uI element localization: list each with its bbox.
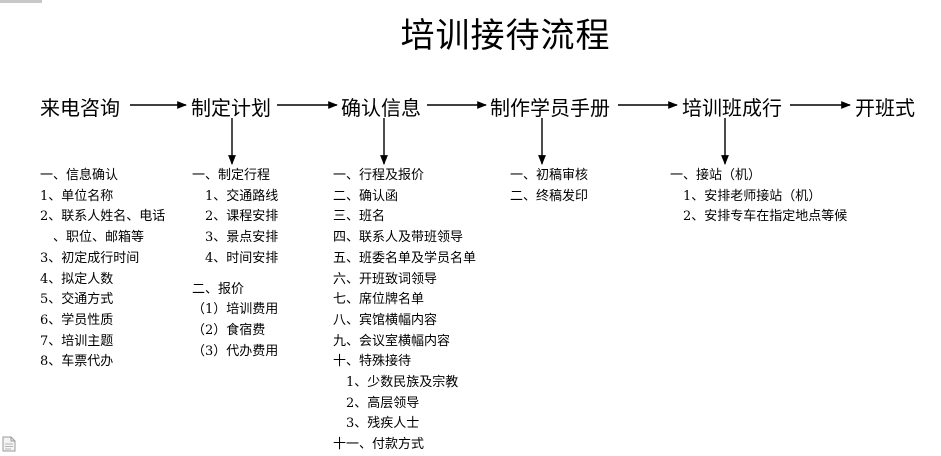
stage-inquiry: 来电咨询 [40, 96, 120, 120]
list-spacer [192, 270, 278, 280]
list-item: 1、安排老师接站（机） [670, 188, 822, 204]
list-item: 三、班名 [333, 209, 386, 225]
list-item: 3、初定成行时间 [40, 250, 140, 266]
list-item: 五、班委名单及学员名单 [333, 250, 477, 266]
list-item: 一、初稿审核 [510, 168, 589, 183]
list-item: 1、交通路线 [192, 188, 279, 204]
stage-opening: 开班式 [855, 96, 915, 120]
list-item: 4、拟定人数 [40, 271, 114, 287]
page-title: 培训接待流程 [400, 16, 611, 56]
list-item: 二、报价 [192, 281, 245, 297]
list-item: 1、单位名称 [40, 188, 114, 204]
list-item: 二、确认函 [333, 188, 399, 204]
list-item: 7、培训主题 [40, 333, 114, 349]
list-confirm: 一、行程及报价 二、确认函 三、班名 四、联系人及带班领导 五、班委名单及学员名… [333, 166, 476, 456]
stage-handbook: 制作学员手册 [490, 96, 610, 120]
list-item: 4、时间安排 [192, 250, 279, 266]
list-item: （3）代办费用 [192, 343, 279, 359]
stage-planning: 制定计划 [191, 96, 271, 120]
list-item: 3、残疾人士 [333, 416, 420, 432]
list-item: 二、终稿发印 [510, 188, 589, 204]
list-item: 一、接站（机） [670, 168, 762, 183]
list-item: 六、开班致词领导 [333, 271, 438, 287]
list-handbook: 一、初稿审核 二、终稿发印 [510, 166, 588, 207]
list-inquiry: 一、信息确认 1、单位名称 2、联系人姓名、电话 、职位、邮箱等 3、初定成行时… [40, 166, 165, 373]
list-item: （2）食宿费 [192, 322, 266, 338]
list-item: 、职位、邮箱等 [40, 230, 145, 246]
list-item: 2、联系人姓名、电话 [40, 209, 166, 225]
list-item: 一、信息确认 [40, 168, 119, 183]
list-item: 十一、付款方式 [333, 437, 425, 453]
list-item: 一、行程及报价 [333, 168, 425, 183]
top-edge-mark [0, 0, 42, 3]
list-item: 8、车票代办 [40, 354, 114, 370]
list-item: 七、席位牌名单 [333, 292, 425, 308]
document-icon [2, 436, 16, 452]
list-item: 2、高层领导 [333, 395, 420, 411]
list-item: 6、学员性质 [40, 312, 114, 328]
list-planning: 一、制定行程 1、交通路线 2、课程安排 3、景点安排 4、时间安排 二、报价 … [192, 166, 278, 362]
list-departure: 一、接站（机） 1、安排老师接站（机） 2、安排专车在指定地点等候 [670, 166, 847, 228]
list-item: （1）培训费用 [192, 302, 279, 318]
stage-confirm: 确认信息 [341, 96, 421, 120]
list-item: 八、宾馆横幅内容 [333, 312, 438, 328]
list-item: 2、安排专车在指定地点等候 [670, 209, 848, 225]
list-item: 5、交通方式 [40, 292, 114, 308]
list-item: 3、景点安排 [192, 230, 279, 246]
list-item: 四、联系人及带班领导 [333, 230, 464, 246]
list-item: 十、特殊接待 [333, 354, 412, 370]
list-item: 2、课程安排 [192, 209, 279, 225]
list-item: 一、制定行程 [192, 168, 271, 183]
stage-departure: 培训班成行 [682, 96, 782, 120]
list-item: 九、会议室横幅内容 [333, 333, 451, 349]
list-item: 1、少数民族及宗教 [333, 375, 459, 391]
